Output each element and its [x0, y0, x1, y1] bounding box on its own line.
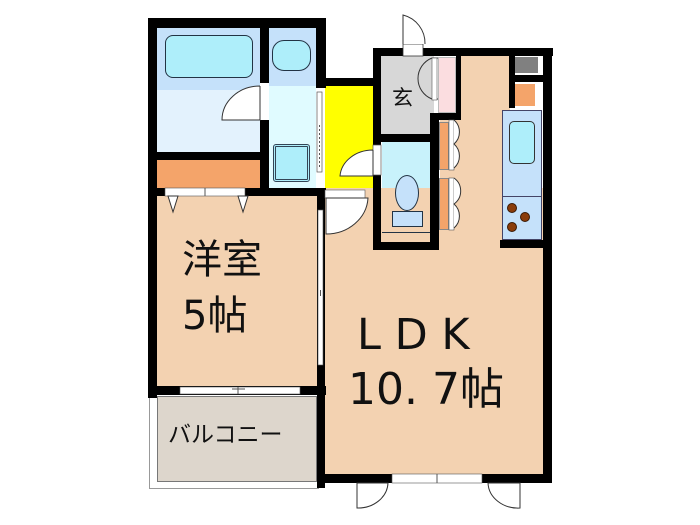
bathtub — [165, 35, 253, 78]
wall — [509, 75, 543, 82]
balcony-label: バルコニー — [168, 422, 283, 448]
toilet-tank — [392, 211, 423, 227]
storage-shelf-2 — [439, 178, 449, 230]
entrance-label: 玄 — [392, 86, 413, 110]
wall — [148, 18, 157, 398]
stove-burner-icon — [520, 212, 530, 222]
wall — [148, 18, 326, 28]
washing-machine — [273, 144, 310, 182]
shoe-box — [438, 57, 456, 113]
wall — [316, 78, 381, 86]
counter-divider — [502, 196, 542, 197]
wall — [373, 134, 438, 142]
wall — [148, 152, 268, 160]
wall — [260, 18, 269, 83]
kitchen-sink — [509, 121, 535, 164]
washbasin — [272, 40, 311, 71]
western-room-name: 洋室 — [182, 237, 262, 283]
wall — [456, 56, 461, 120]
wall — [423, 48, 553, 56]
closet-shelf — [157, 160, 260, 188]
stove-burner-icon — [507, 222, 517, 232]
western-room-floor — [157, 196, 317, 386]
wall — [430, 113, 460, 120]
toilet-base — [382, 232, 430, 233]
ldk-name: L D K — [357, 310, 470, 360]
ldk-size: 10. 7帖 — [348, 364, 504, 415]
storage-shelf-1 — [439, 122, 449, 170]
wall — [430, 113, 439, 250]
western-room-size: 5帖 — [182, 293, 248, 339]
wall — [373, 48, 403, 56]
toilet-bowl — [395, 175, 419, 211]
wall — [543, 48, 552, 480]
stove-burner-icon — [507, 203, 517, 213]
kitchen-cabinet — [515, 84, 535, 106]
wall — [316, 18, 326, 88]
wall — [373, 242, 439, 250]
balcony-floor — [157, 396, 317, 482]
fridge — [514, 57, 538, 73]
wall — [500, 240, 545, 248]
